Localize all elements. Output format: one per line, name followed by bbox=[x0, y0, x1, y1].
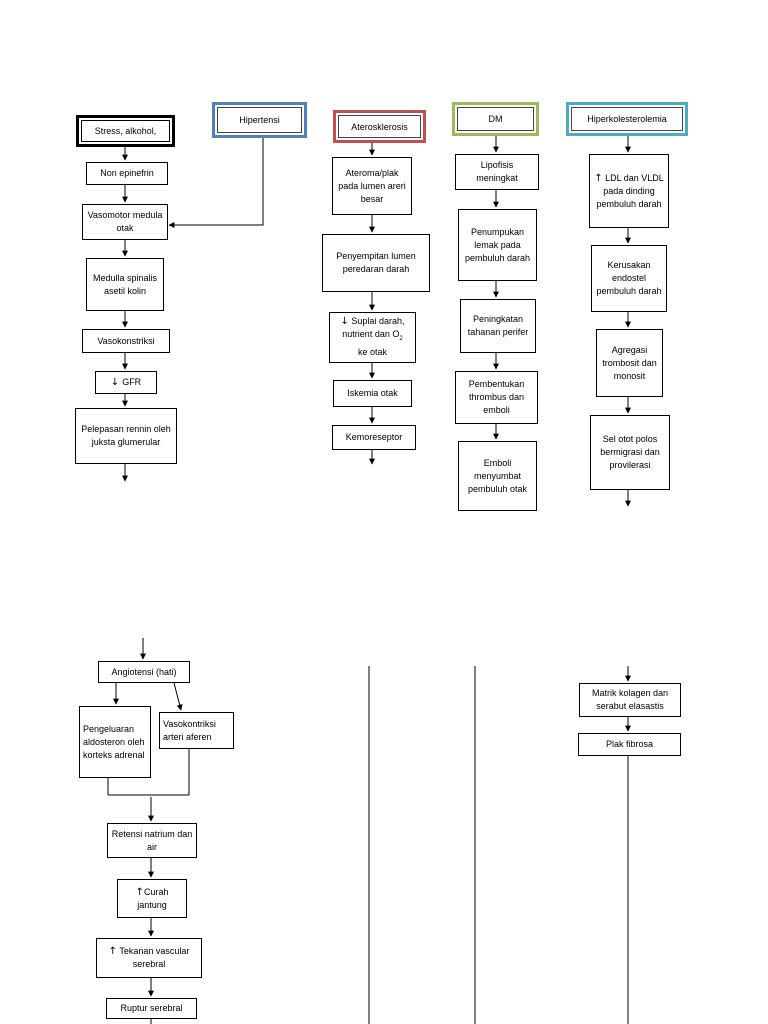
box-vasomotor: Vasomotor medula otak bbox=[82, 204, 168, 240]
ldl-text: ↑ LDL dan VLDL pada dinding pembuluh dar… bbox=[593, 172, 665, 211]
suplai-text-b: nutrient dan O bbox=[342, 329, 400, 339]
ateroma-text: Ateroma/plak pada lumen areri besar bbox=[338, 167, 406, 204]
box-vasokonstriksi: Vasokonstriksi bbox=[82, 329, 170, 353]
kemoreseptor-text: Kemoreseptor bbox=[345, 432, 403, 442]
gfr-text: GFR bbox=[122, 377, 142, 387]
box-pengeluaran: Pengeluaran aldosteron oleh korteks adre… bbox=[79, 706, 151, 778]
medulla-text: Medulla spinalis asetil kolin bbox=[92, 272, 158, 296]
kerusakan-text: Kerusakan endostel pembuluh darah bbox=[596, 260, 662, 296]
down-arrow-icon: ↓ bbox=[110, 377, 120, 388]
box-gfr: ↓ GFR bbox=[95, 371, 157, 394]
down-arrow-icon: ↓ bbox=[340, 316, 349, 327]
box-matrik: Matrik kolagen dan serabut elasastis bbox=[579, 683, 681, 717]
matrik-text: Matrik kolagen dan serabut elasastis bbox=[591, 688, 669, 711]
ldl-label: LDL dan VLDL pada dinding pembuluh darah bbox=[596, 172, 664, 209]
suplai-text-a: Suplai darah, bbox=[351, 316, 405, 326]
box-suplai: ↓ Suplai darah, nutrient dan O2 ke otak bbox=[329, 312, 416, 363]
lipofisis-text: Lipofisis meningkat bbox=[476, 160, 518, 183]
box-plak: Plak fibrosa bbox=[578, 733, 681, 756]
box-pelepasan: Pelepasan rennin oleh juksta glumerular bbox=[75, 408, 177, 464]
vasomotor-text: Vasomotor medula otak bbox=[87, 210, 163, 233]
penumpukan-text: Penumpukan lemak pada pembuluh darah bbox=[464, 226, 531, 263]
box-kerusakan: Kerusakan endostel pembuluh darah bbox=[591, 245, 667, 312]
box-iskemia: Iskemia otak bbox=[333, 380, 412, 407]
up-arrow-icon: ↑ bbox=[135, 886, 144, 898]
header-hipertensi: Hipertensi bbox=[212, 102, 307, 138]
header-dm-label: DM bbox=[488, 114, 503, 124]
iskemia-text: Iskemia otak bbox=[347, 388, 398, 398]
box-retensi: Retensi natrium dan air bbox=[107, 823, 197, 858]
box-vasokontriksi-arteri: Vasokontriksi arteri aferen bbox=[159, 712, 234, 749]
box-ruptur: Ruptur serebral bbox=[106, 998, 197, 1019]
plak-text: Plak fibrosa bbox=[605, 739, 654, 749]
vasokontriksi-arteri-text: Vasokontriksi arteri aferen bbox=[163, 718, 216, 742]
box-tekanan: ↑ Tekanan vascular serebral bbox=[96, 938, 202, 978]
box-lipofisis: Lipofisis meningkat bbox=[455, 154, 539, 190]
pelepasan-text: Pelepasan rennin oleh juksta glumerular bbox=[81, 424, 171, 447]
box-kemoreseptor: Kemoreseptor bbox=[332, 425, 416, 450]
box-penyempitan: Penyempitan lumen peredaran darah bbox=[322, 234, 430, 292]
agregasi-text: Agregasi trombosit dan monosit bbox=[602, 344, 657, 381]
box-ateroma: Ateroma/plak pada lumen areri besar bbox=[332, 157, 412, 215]
up-arrow-icon: ↑ bbox=[108, 946, 117, 957]
curah-text: ↑Curah jantung bbox=[121, 886, 183, 912]
non-epinefrin-text: Non epinefrin bbox=[100, 168, 154, 178]
tekanan-text: ↑ Tekanan vascular serebral bbox=[100, 945, 198, 971]
retensi-text: Retensi natrium dan air bbox=[111, 828, 193, 852]
box-agregasi: Agregasi trombosit dan monosit bbox=[596, 329, 663, 397]
box-non-epinefrin: Non epinefrin bbox=[86, 162, 168, 185]
header-stress-label: Stress, alkohol, bbox=[94, 126, 157, 136]
pengeluaran-text: Pengeluaran aldosteron oleh korteks adre… bbox=[83, 723, 145, 760]
box-curah: ↑Curah jantung bbox=[117, 879, 187, 918]
vasokonstriksi-text: Vasokonstriksi bbox=[97, 335, 155, 346]
header-aterosklerosis: Aterosklerosis bbox=[333, 110, 426, 143]
box-angiotensi: Angiotensi (hati) bbox=[98, 661, 190, 683]
angiotensi-text: Angiotensi (hati) bbox=[111, 666, 177, 677]
header-aterosklerosis-label: Aterosklerosis bbox=[351, 121, 408, 132]
ruptur-text: Ruptur serebral bbox=[120, 1003, 183, 1013]
box-medulla: Medulla spinalis asetil kolin bbox=[86, 258, 164, 311]
box-emboli: Emboli menyumbat pembuluh otak bbox=[458, 441, 537, 511]
header-hiperkolesterolemia-label: Hiperkolesterolemia bbox=[587, 114, 667, 124]
penyempitan-text: Penyempitan lumen peredaran darah bbox=[336, 251, 416, 274]
box-penumpukan: Penumpukan lemak pada pembuluh darah bbox=[458, 209, 537, 281]
suplai-subscript: 2 bbox=[399, 335, 403, 342]
box-sel-otot: Sel otot polos bermigrasi dan provileras… bbox=[590, 415, 670, 490]
pembentukan-text: Pembentukan thrombus dan emboli bbox=[468, 379, 525, 415]
emboli-text: Emboli menyumbat pembuluh otak bbox=[467, 457, 528, 494]
header-hiperkolesterolemia: Hiperkolesterolemia bbox=[566, 102, 688, 136]
sel-otot-text: Sel otot polos bermigrasi dan provileras… bbox=[600, 434, 660, 470]
header-dm: DM bbox=[452, 102, 539, 136]
tekanan-label: Tekanan vascular serebral bbox=[119, 946, 190, 969]
up-arrow-icon: ↑ bbox=[594, 172, 603, 184]
curah-label: Curah jantung bbox=[137, 886, 169, 910]
peningkatan-text: Peningkatan tahanan perifer bbox=[467, 314, 529, 337]
box-pembentukan: Pembentukan thrombus dan emboli bbox=[455, 371, 538, 424]
header-stress: Stress, alkohol, bbox=[76, 115, 175, 147]
header-hipertensi-label: Hipertensi bbox=[239, 115, 280, 125]
suplai-text-c: ke otak bbox=[357, 346, 388, 357]
box-ldl: ↑ LDL dan VLDL pada dinding pembuluh dar… bbox=[589, 154, 669, 228]
box-peningkatan: Peningkatan tahanan perifer bbox=[460, 299, 536, 353]
